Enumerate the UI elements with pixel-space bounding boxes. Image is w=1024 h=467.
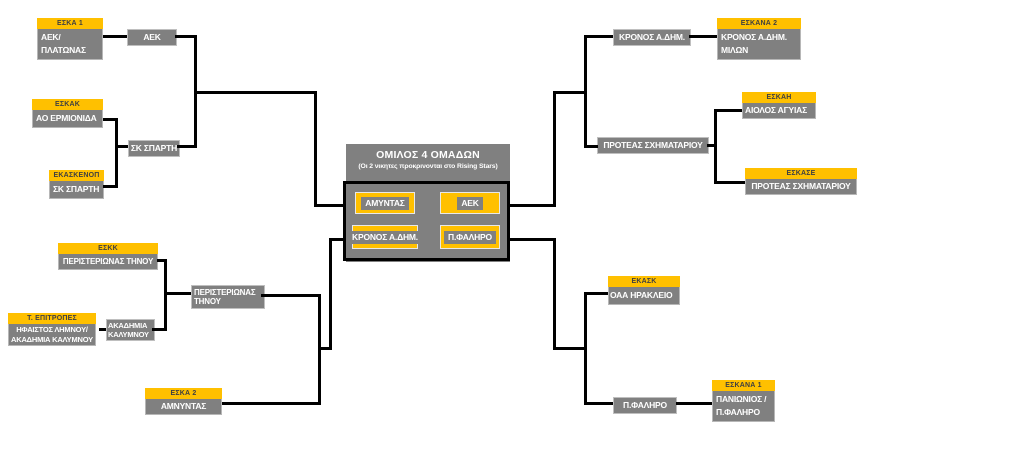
bracket-node-eskase: ΕΣΚΑΣΕ ΠΡΟΤΕΑΣ ΣΧΗΜΑΤΑΡΙΟΥ	[745, 168, 857, 195]
connector-line	[329, 238, 332, 350]
team-label: ΠΕΡΙΣΤΕΡΙΩΝΑΣ ΤΗΝΟΥ	[58, 254, 158, 270]
connector-line	[329, 238, 346, 241]
group-title: ΟΜΙΛΟΣ 4 ΟΜΑΔΩΝ	[376, 149, 480, 161]
connector-line	[222, 402, 321, 405]
connector-line	[314, 204, 346, 207]
federation-label: ΕΣΚΑΚ	[32, 99, 103, 110]
connector-line	[510, 204, 556, 207]
group-team-label: ΚΡΟΝΟΣ Α.ΔΗΜ.	[348, 230, 422, 244]
bracket-node-eskah: ΕΣΚΑΗ ΑΙΟΛΟΣ ΑΓΥΙΑΣ	[742, 92, 816, 119]
connector-line	[103, 118, 118, 121]
group-team-slot-kronos: ΚΡΟΝΟΣ Α.ΔΗΜ.	[348, 225, 422, 249]
team-label: ΗΦΑΙΣΤΟΣ ΛΗΜΝΟΥ/ ΑΚΑΔΗΜΙΑ ΚΑΛΥΜΝΟΥ	[8, 324, 96, 346]
connector-line	[103, 185, 118, 188]
connector-line	[164, 259, 167, 331]
connector-line	[103, 35, 127, 38]
bracket-node-eskana1: ΕΣΚΑΝΑ 1 ΠΑΝΙΩΝΙΟΣ / Π.ΦΑΛΗΡΟ	[712, 380, 775, 422]
group-team-label: Π.ΦΑΛΗΡΟ	[444, 230, 496, 244]
winner-box-sparti: ΣΚ ΣΠΑΡΤΗ	[128, 140, 180, 157]
group-team-slot-pfaliro: Π.ΦΑΛΗΡΟ	[440, 225, 500, 249]
connector-line	[553, 91, 556, 207]
winner-box-peristerionas: ΠΕΡΙΣΤΕΡΙΩΝΑΣ ΤΗΝΟΥ	[191, 285, 265, 309]
connector-line	[175, 35, 196, 38]
connector-line	[584, 145, 598, 148]
connector-line	[676, 402, 712, 405]
group-team-slot-aek: ΑΕΚ	[440, 192, 500, 214]
federation-label: ΕΣΚΑ 1	[37, 18, 103, 29]
connector-line	[510, 238, 556, 241]
connector-line	[553, 238, 556, 350]
connector-line	[714, 109, 742, 112]
bracket-node-eskk: ΕΣΚΚ ΠΕΡΙΣΤΕΡΙΩΝΑΣ ΤΗΝΟΥ	[58, 243, 158, 270]
bracket-node-eskak: ΕΣΚΑΚ ΑΟ ΕΡΜΙΟΝΙΔΑ	[32, 99, 103, 128]
connector-line	[553, 347, 587, 350]
connector-line	[707, 144, 717, 147]
connector-line	[261, 294, 321, 297]
connector-line	[714, 109, 717, 184]
connector-line	[553, 91, 587, 94]
group-team-label: ΑΕΚ	[457, 196, 483, 210]
team-label: ΚΡΟΝΟΣ Α.ΔΗΜ. ΜΙΛΩΝ	[717, 29, 801, 60]
group-team-slot-amyntas: ΑΜΥΝΤΑΣ	[355, 192, 415, 214]
connector-line	[177, 145, 196, 148]
connector-line	[584, 292, 608, 295]
connector-line	[584, 292, 587, 405]
winner-box-kronos: ΚΡΟΝΟΣ Α.ΔΗΜ.	[613, 29, 691, 46]
bracket-node-ekaskenop: ΕΚΑΣΚΕΝΟΠ ΣΚ ΣΠΑΡΤΗ	[49, 170, 104, 199]
winner-box-proteas: ΠΡΟΤΕΑΣ ΣΧΗΜΑΤΑΡΙΟΥ	[597, 137, 709, 154]
federation-label: ΕΣΚΑ 2	[145, 388, 222, 399]
winner-box-pfaliro: Π.ΦΑΛΗΡΟ	[613, 397, 677, 414]
federation-label: ΕΚΑΣΚΕΝΟΠ	[49, 170, 104, 181]
connector-line	[318, 347, 332, 350]
bracket-node-eska2: ΕΣΚΑ 2 ΑΜΝΥΝΤΑΣ	[145, 388, 222, 415]
federation-label: ΕΣΚΑΣΕ	[745, 168, 857, 179]
federation-label: ΕΣΚΑΝΑ 2	[717, 18, 801, 29]
group-subtitle: (Οι 2 νικητες προκρινονται στο Rising St…	[358, 163, 498, 170]
connector-line	[714, 181, 745, 184]
team-label: ΑΙΟΛΟΣ ΑΓΥΙΑΣ	[742, 103, 816, 119]
connector-line	[314, 91, 317, 207]
connector-line	[164, 292, 191, 295]
team-label: ΣΚ ΣΠΑΡΤΗ	[49, 181, 104, 199]
federation-label: ΕΣΚΑΗ	[742, 92, 816, 103]
federation-label: ΕΚΑΣΚ	[608, 276, 680, 287]
federation-label: ΕΣΚΑΝΑ 1	[712, 380, 775, 391]
connector-line	[115, 118, 118, 188]
team-label: ΟΑΑ ΗΡΑΚΛΕΙΟ	[608, 287, 680, 305]
bracket-node-epitropes: Τ. ΕΠΙΤΡΟΠΕΣ ΗΦΑΙΣΤΟΣ ΛΗΜΝΟΥ/ ΑΚΑΔΗΜΙΑ Κ…	[8, 313, 96, 346]
winner-box-aek: ΑΕΚ	[127, 29, 177, 46]
team-label: ΑΜΝΥΝΤΑΣ	[145, 399, 222, 415]
team-label: ΠΡΟΤΕΑΣ ΣΧΗΜΑΤΑΡΙΟΥ	[745, 179, 857, 195]
bracket-node-ekask: ΕΚΑΣΚ ΟΑΑ ΗΡΑΚΛΕΙΟ	[608, 276, 680, 305]
connector-line	[689, 35, 717, 38]
team-label: ΑΟ ΕΡΜΙΟΝΙΔΑ	[32, 110, 103, 128]
connector-line	[584, 35, 587, 148]
connector-line	[194, 91, 317, 94]
bracket-node-eska1: ΕΣΚΑ 1 ΑΕΚ/ ΠΛΑΤΩΝΑΣ	[37, 18, 103, 60]
connector-line	[157, 259, 167, 262]
team-label: ΑΕΚ/ ΠΛΑΤΩΝΑΣ	[37, 29, 103, 60]
federation-label: Τ. ΕΠΙΤΡΟΠΕΣ	[8, 313, 96, 324]
federation-label: ΕΣΚΚ	[58, 243, 158, 254]
connector-line	[584, 35, 613, 38]
connector-line	[584, 402, 613, 405]
connector-line	[115, 145, 128, 148]
connector-line	[152, 328, 167, 331]
connector-line	[99, 328, 106, 331]
bracket-node-eskana2: ΕΣΚΑΝΑ 2 ΚΡΟΝΟΣ Α.ΔΗΜ. ΜΙΛΩΝ	[717, 18, 801, 60]
group-team-label: ΑΜΥΝΤΑΣ	[361, 196, 409, 210]
team-label: ΠΑΝΙΩΝΙΟΣ / Π.ΦΑΛΗΡΟ	[712, 391, 775, 422]
winner-box-akadimia: ΑΚΑΔΗΜΙΑ ΚΑΛΥΜΝΟΥ	[106, 319, 155, 341]
